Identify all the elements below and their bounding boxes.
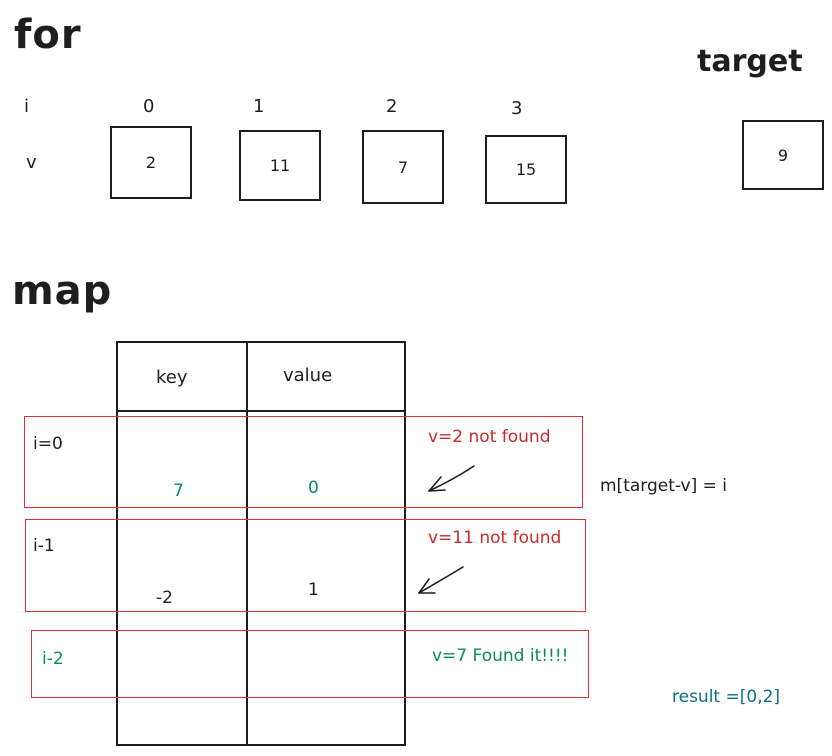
index-label: 3 — [511, 98, 523, 119]
header-value: value — [283, 365, 333, 386]
map-value: 0 — [308, 478, 319, 498]
map-table — [116, 341, 406, 746]
array-value: 2 — [145, 153, 157, 172]
row-label: i-1 — [33, 536, 55, 556]
row-label: i=0 — [33, 434, 63, 454]
target-box: 9 — [742, 120, 824, 190]
row-label: i-2 — [42, 649, 64, 669]
array-cell: 2 — [110, 126, 192, 199]
row-label-v: v — [26, 152, 37, 173]
row-note: v=2 not found — [428, 427, 551, 447]
header-key: key — [156, 367, 188, 388]
row-box-1 — [25, 519, 586, 612]
array-cell: 11 — [239, 130, 321, 201]
map-title: map — [12, 268, 113, 314]
array-cell: 15 — [485, 135, 567, 204]
formula-text: m[target-v] = i — [600, 476, 728, 496]
map-key: 7 — [173, 481, 184, 501]
row-note: v=11 not found — [428, 528, 562, 548]
map-key: -2 — [156, 588, 173, 608]
table-divider — [246, 341, 248, 746]
result-text: result =[0,2] — [672, 687, 781, 707]
row-label-i: i — [24, 96, 30, 117]
array-value: 7 — [397, 157, 409, 177]
map-value: 1 — [308, 580, 319, 600]
array-value: 11 — [269, 156, 291, 175]
arrow-icon — [418, 566, 464, 594]
row-box-0 — [24, 416, 583, 508]
index-label: 0 — [143, 96, 155, 117]
table-header-divider — [116, 410, 406, 412]
for-title: for — [14, 12, 82, 58]
array-cell: 7 — [362, 130, 444, 204]
target-title: target — [697, 44, 803, 79]
arrow-icon — [428, 465, 475, 492]
target-value: 9 — [777, 145, 789, 165]
row-box-2 — [31, 630, 589, 698]
row-note: v=7 Found it!!!! — [432, 646, 569, 666]
index-label: 1 — [253, 96, 265, 117]
index-label: 2 — [386, 96, 398, 117]
array-value: 15 — [515, 160, 537, 179]
